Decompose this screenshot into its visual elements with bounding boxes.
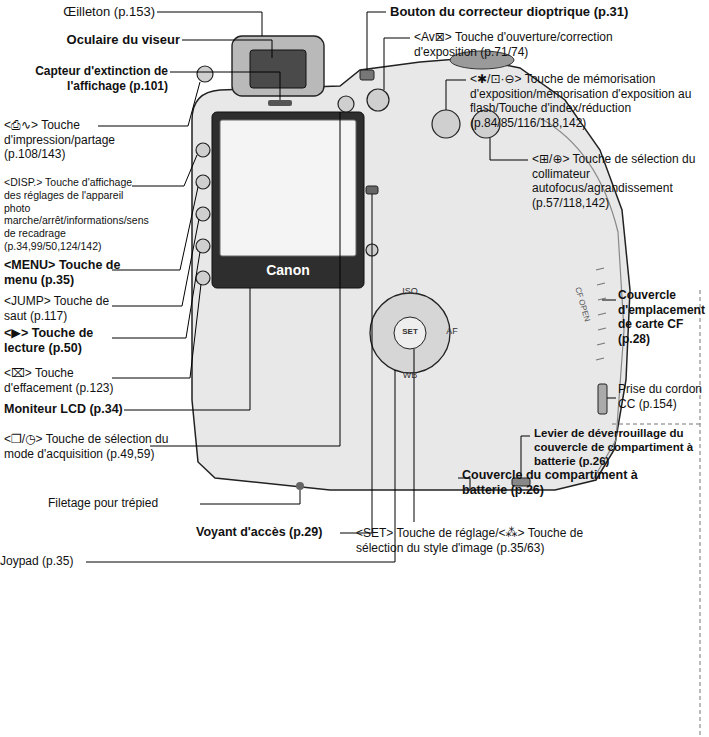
part-label: Capteur d'extinction de l'affichage (p.1… — [10, 64, 168, 93]
part-label: Couvercle d'emplacement de carte CF (p.2… — [618, 288, 708, 347]
part-label: <DISP.> Touche d'affichage des réglages … — [4, 176, 134, 253]
camera-marking: Canon — [236, 262, 340, 279]
viewfinder-window — [250, 50, 306, 88]
cross-keys — [370, 293, 450, 373]
eyecup — [232, 36, 324, 96]
part-label: <⌧> Touche d'effacement (p.123) — [4, 366, 116, 395]
part-label: <MENU> Touche de menu (p.35) — [4, 258, 124, 289]
camera-marking: SET — [396, 327, 424, 337]
part-label: Couvercle du compartiment à batterie (p.… — [462, 468, 662, 499]
lcd-frame — [212, 112, 364, 288]
dc-cord-socket — [598, 384, 607, 414]
part-label: Moniteur LCD (p.34) — [4, 402, 154, 417]
part-label: Filetage pour trépied — [48, 496, 198, 511]
diopter-knob — [360, 70, 374, 80]
camera-marking: WB — [395, 370, 425, 381]
cf-door-grooves — [596, 268, 606, 360]
part-label: <⎙∿> Touche d'impression/partage (p.108/… — [4, 118, 134, 162]
access-lamp — [366, 186, 378, 194]
tripod-socket — [296, 482, 304, 490]
part-label: Œilleton (p.153) — [40, 4, 155, 20]
part-label: Bouton du correcteur dioptrique (p.31) — [390, 4, 705, 20]
part-label: <✱/⊡·⊖> Touche de mémorisation d'exposit… — [470, 72, 705, 131]
lcd-screen — [220, 120, 356, 256]
part-label: <JUMP> Touche de saut (p.117) — [4, 294, 114, 323]
part-label: <▶> Touche de lecture (p.50) — [4, 326, 114, 357]
part-label: Joypad (p.35) — [0, 554, 120, 569]
buttons — [196, 66, 500, 285]
dashed-guide — [612, 290, 700, 737]
camera-marking: AF — [440, 326, 464, 337]
part-label: Levier de déverrouillage du couvercle de… — [534, 426, 698, 468]
camera-marking: ISO — [395, 286, 425, 297]
part-label: Voyant d'accès (p.29) — [196, 525, 346, 540]
part-label: Oculaire du viseur — [20, 32, 180, 48]
part-label: <SET> Touche de réglage/<⁂> Touche de sé… — [356, 526, 626, 555]
part-label: Prise du cordon CC (p.154) — [618, 382, 706, 411]
display-off-sensor — [268, 100, 292, 106]
part-label: <Av⊠> Touche d'ouverture/correction d'ex… — [414, 30, 634, 59]
set-button — [394, 317, 426, 349]
part-label: <⊞/⊕> Touche de sélection du collimateur… — [532, 152, 704, 211]
part-label: <❐/◷> Touche de sélection du mode d'acqu… — [4, 432, 184, 461]
